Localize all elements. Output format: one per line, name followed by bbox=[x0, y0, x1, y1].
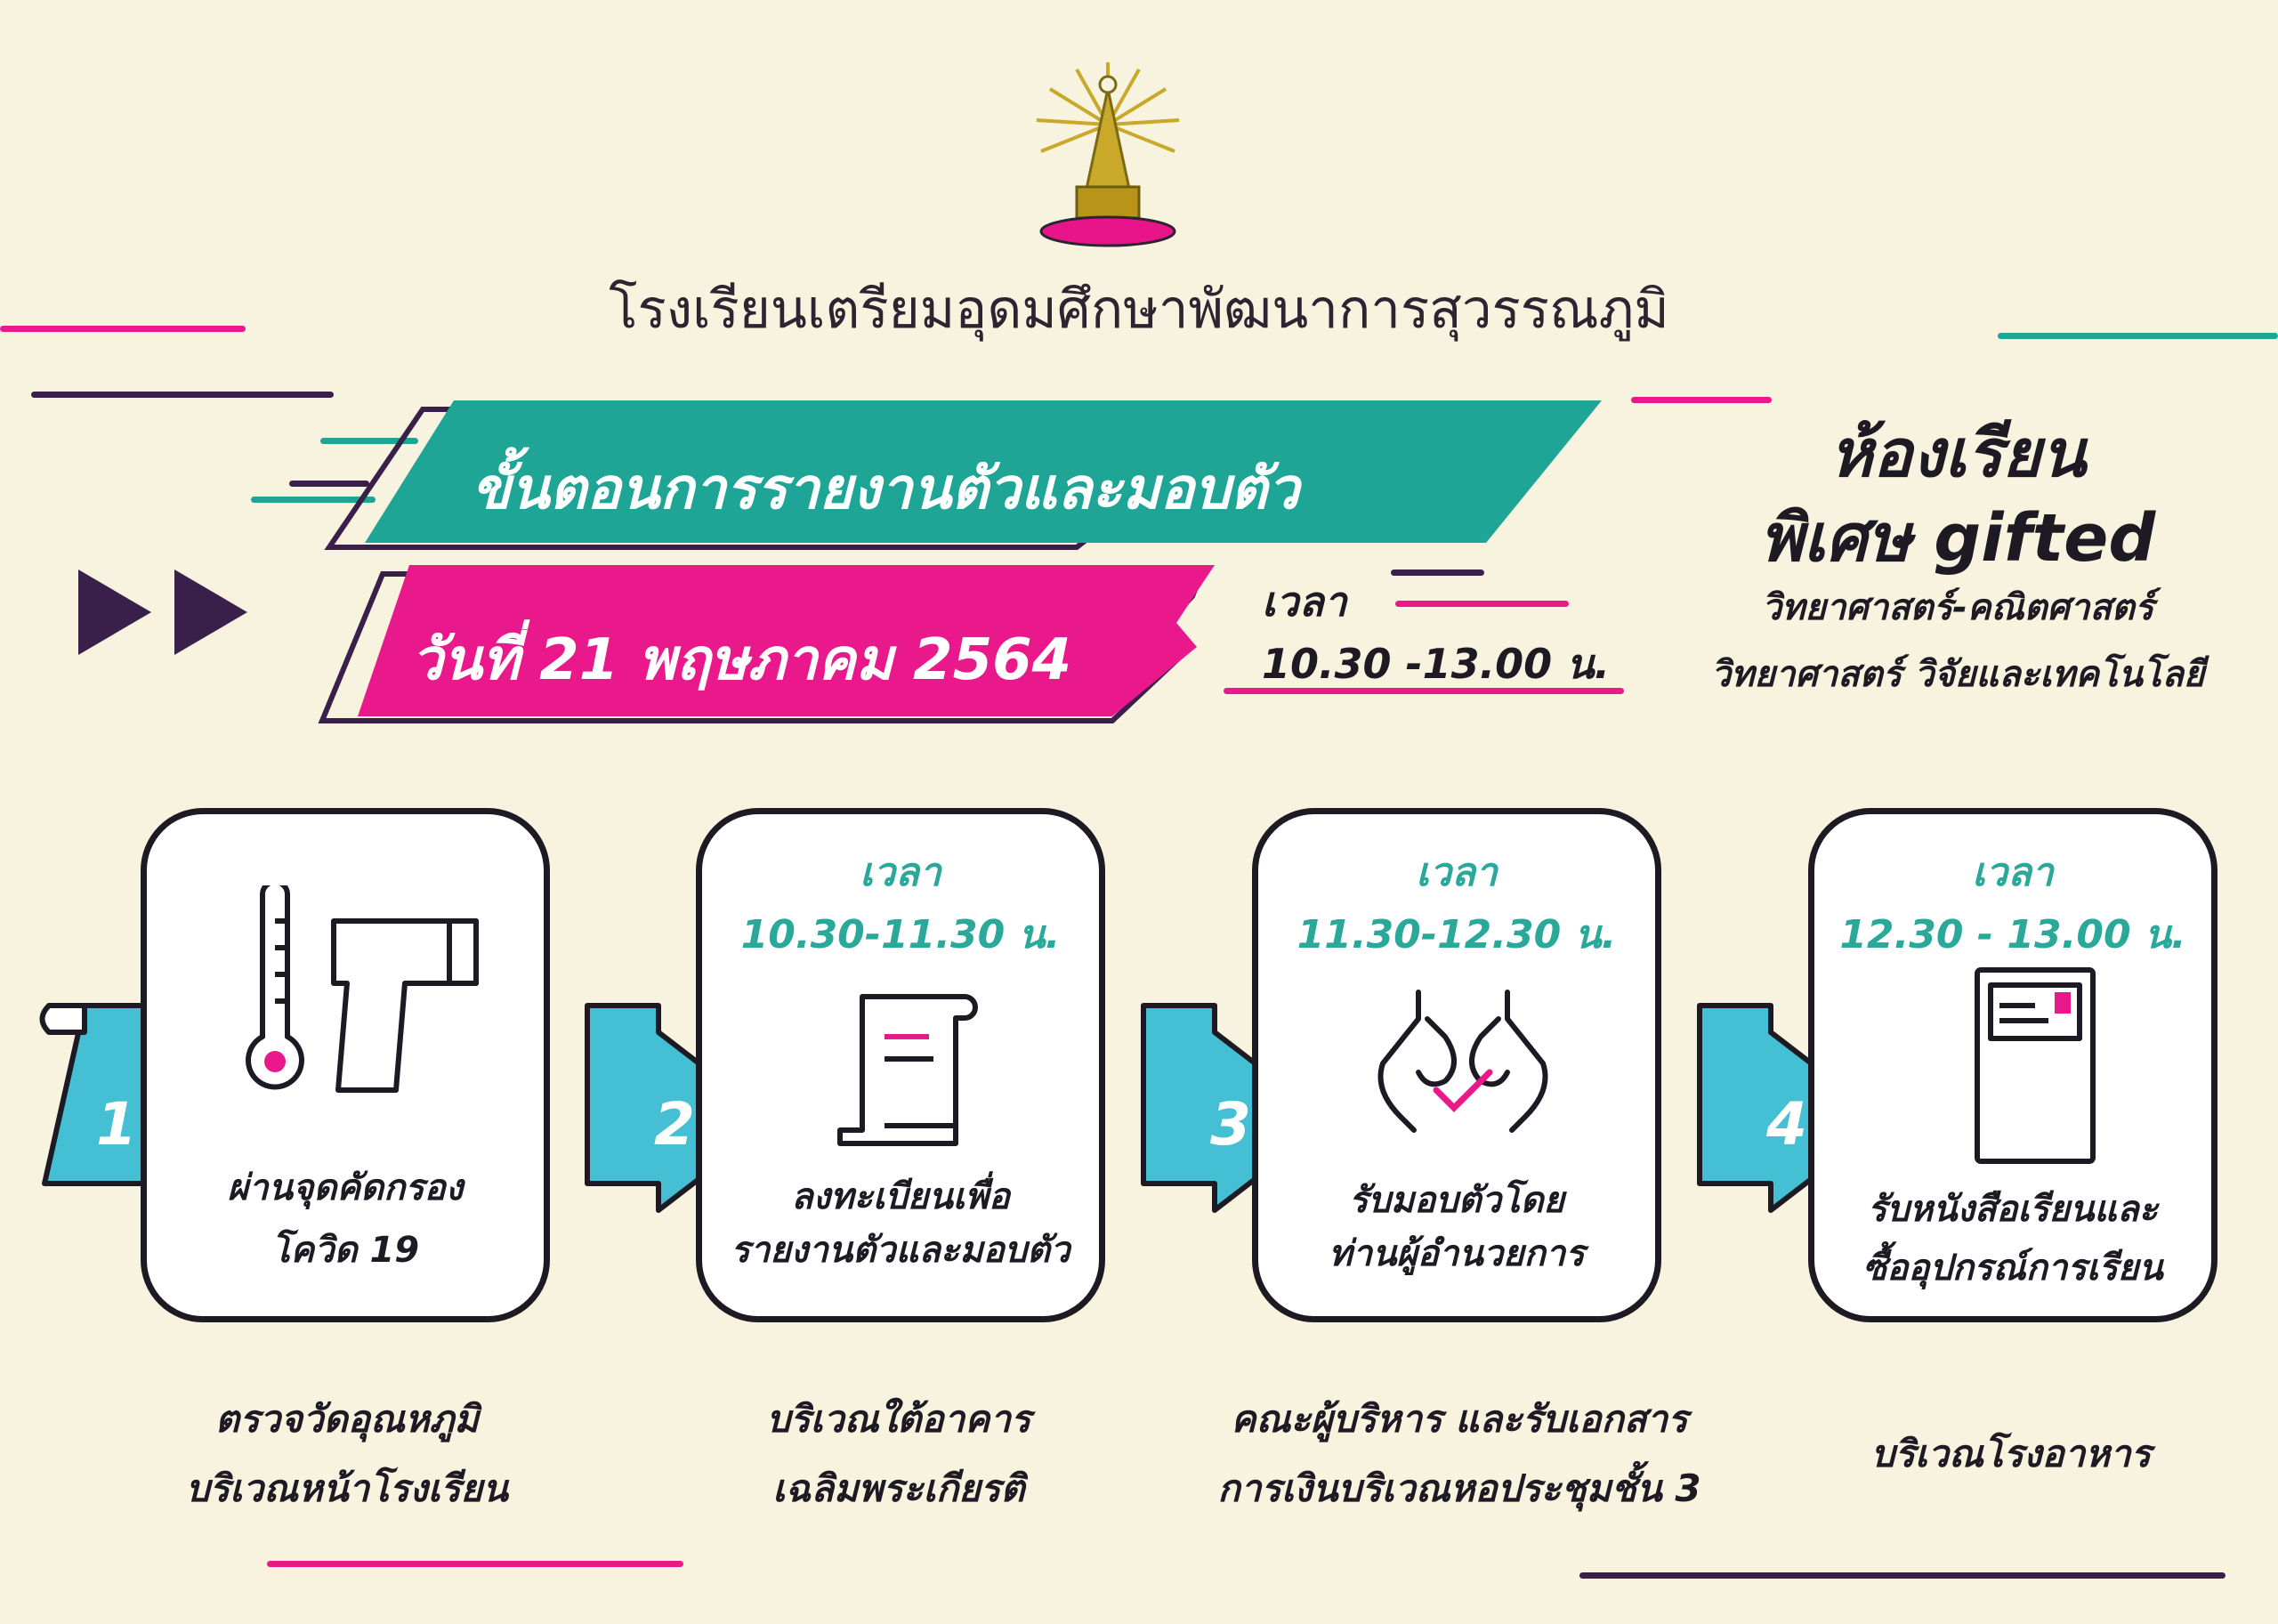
book-icon bbox=[1975, 967, 2096, 1164]
step-3-label-line2: ท่านผู้อำนวยการ bbox=[1329, 1233, 1585, 1274]
deco-line bbox=[1224, 688, 1624, 694]
step-1-label-line2: โควิด 19 bbox=[271, 1230, 420, 1271]
thermometer-scanner-icon bbox=[246, 885, 479, 1093]
deco-line bbox=[1631, 397, 1772, 403]
school-emblem bbox=[1036, 62, 1180, 247]
deco-line bbox=[0, 326, 246, 332]
step-2-place-line2: เฉลิมพระเกียรติ bbox=[772, 1466, 1025, 1510]
step-1-number: 1 bbox=[96, 1090, 137, 1159]
play-arrows-icon bbox=[78, 570, 247, 655]
step-card-2: เวลา 10.30-11.30 น. bbox=[696, 808, 1105, 1322]
deco-line bbox=[1998, 333, 2278, 339]
step-3-place-line1: คณะผู้บริหาร และรับเอกสาร bbox=[1231, 1397, 1688, 1441]
program-title-line2: พิเศษ gifted bbox=[1759, 500, 2156, 577]
step-4-label-line2: ซื้ออุปกรณ์การเรียน bbox=[1862, 1248, 2163, 1289]
step-3-time: 11.30-12.30 น. bbox=[1297, 912, 1617, 957]
step-2-place-line1: บริเวณใต้อาคาร bbox=[766, 1397, 1031, 1441]
step-2-number: 2 bbox=[654, 1090, 695, 1159]
deco-line bbox=[1395, 601, 1569, 607]
deco-line bbox=[289, 481, 369, 487]
step-1-place-line1: ตรวจวัดอุณหภูมิ bbox=[214, 1397, 480, 1441]
document-scroll-icon bbox=[837, 994, 978, 1146]
deco-line bbox=[320, 438, 418, 444]
step-2-time: 10.30-11.30 น. bbox=[740, 912, 1061, 957]
title-banner-shape bbox=[318, 400, 1602, 723]
banner-date: วันที่ 21 พฤษภาคม 2564 bbox=[411, 627, 1072, 693]
step-4-time-label: เวลา bbox=[1972, 850, 2054, 895]
step-4-place: บริเวณโรงอาหาร bbox=[1797, 1419, 2225, 1489]
deco-line bbox=[1579, 1572, 2225, 1579]
program-track-2: วิทยาศาสตร์ วิจัยและเทคโนโลยี bbox=[1710, 654, 2205, 695]
step-4-number: 4 bbox=[1766, 1090, 1807, 1159]
step-4-time: 12.30 - 13.00 น. bbox=[1839, 912, 2186, 957]
step-4-label-line1: รับหนังสือเรียนและ bbox=[1867, 1189, 2159, 1230]
deco-line bbox=[267, 1561, 683, 1567]
deco-line bbox=[1391, 570, 1484, 576]
event-time-range: 10.30 -13.00 น. bbox=[1262, 640, 1611, 688]
banner-title: ขั้นตอนการรายงานตัวและมอบตัว bbox=[472, 456, 1300, 522]
step-2-place: บริเวณใต้อาคาร เฉลิมพระเกียรติ bbox=[685, 1385, 1112, 1523]
hands-check-icon bbox=[1377, 990, 1548, 1133]
step-2-label-line2: รายงานตัวและมอบตัว bbox=[731, 1230, 1070, 1271]
program-title-line1: ห้องเรียน bbox=[1829, 416, 2087, 492]
program-track-1: วิทยาศาสตร์-คณิตศาสตร์ bbox=[1761, 587, 2154, 628]
event-time-label: เวลา bbox=[1262, 578, 1347, 626]
step-3-label-line1: รับมอบตัวโดย bbox=[1349, 1180, 1564, 1221]
school-name: โรงเรียนเตรียมอุดมศึกษาพัฒนาการสุวรรณภูม… bbox=[609, 279, 1669, 341]
step-2-time-label: เวลา bbox=[860, 850, 941, 895]
deco-line bbox=[251, 497, 376, 503]
step-4-place-line1: บริเวณโรงอาหาร bbox=[1870, 1432, 2152, 1475]
step-card-4: เวลา 12.30 - 13.00 น. bbox=[1808, 808, 2217, 1322]
step-card-1 bbox=[141, 808, 550, 1322]
step-2-label-line1: ลงทะเบียนเพื่อ bbox=[791, 1176, 1010, 1217]
step-1-place-line2: บริเวณหน้าโรงเรียน bbox=[186, 1466, 508, 1510]
step-1-place: ตรวจวัดอุณหภูมิ บริเวณหน้าโรงเรียน bbox=[133, 1385, 561, 1523]
step-3-time-label: เวลา bbox=[1416, 850, 1498, 895]
step-3-number: 3 bbox=[1210, 1090, 1251, 1159]
step-3-place-line2: การเงินบริเวณหอประชุมชั้น 3 bbox=[1217, 1466, 1701, 1510]
step-1-label-line1: ผ่านจุดคัดกรอง bbox=[227, 1168, 464, 1208]
step-3-place: คณะผู้บริหาร และรับเอกสาร การเงินบริเวณห… bbox=[1183, 1385, 1735, 1523]
step-card-3: เวลา 11.30-12.30 น. bbox=[1252, 808, 1661, 1322]
deco-line bbox=[31, 392, 334, 398]
